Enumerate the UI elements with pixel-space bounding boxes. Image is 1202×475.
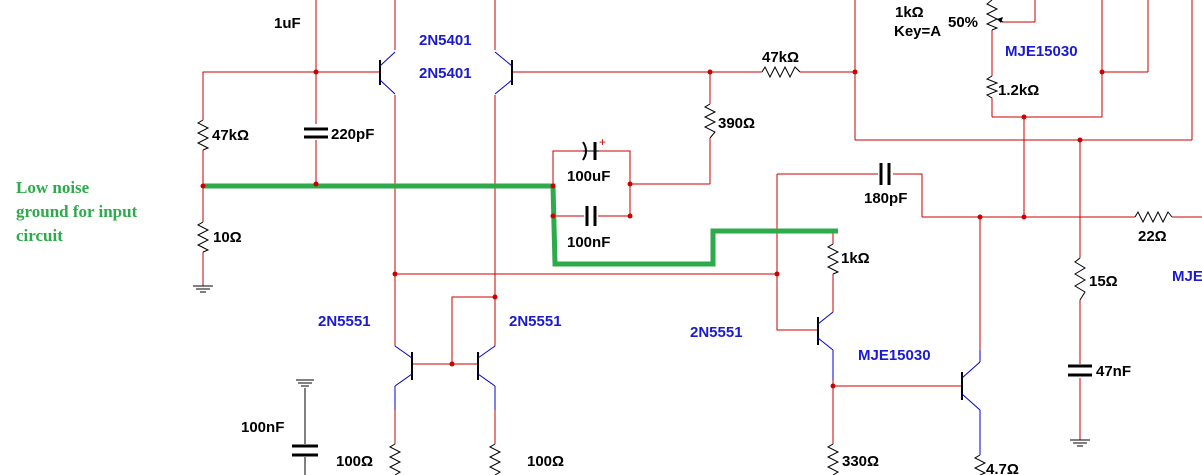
note-line-2: ground for input [16,202,138,221]
label-2n5401-b: 2N5401 [419,65,472,82]
resistor-390 [703,103,717,139]
label-pot-percent: 50% [948,14,978,31]
resistor-100-a [388,443,402,475]
label-330-ohm: 330Ω [842,453,879,470]
label-47nf: 47nF [1096,363,1131,380]
label-1uf: 1uF [274,15,301,32]
resistor-330 [826,443,840,475]
resistor-4-7 [973,454,987,475]
label-mje15030-bottom: MJE15030 [858,347,931,364]
resistor-22 [1134,210,1173,224]
label-180pf: 180pF [864,190,907,207]
resistor-47k-left [196,119,210,151]
label-pot-value: 1kΩ [895,4,924,21]
label-mje15030-top: MJE15030 [1005,43,1078,60]
low-noise-ground-trace [203,183,838,267]
label-2n5551-right: 2N5551 [509,313,562,330]
label-22-ohm: 22Ω [1138,228,1167,245]
label-pot-key: Key=A [894,23,941,40]
label-2n5551-left: 2N5551 [318,313,371,330]
label-2n5551-vas: 2N5551 [690,324,743,341]
note-line-1: Low noise [16,178,90,197]
resistor-10 [196,221,210,253]
resistor-15 [1074,257,1086,301]
label-1-2k: 1.2kΩ [998,82,1039,99]
label-2n5401-a: 2N5401 [419,32,472,49]
label-47k-top: 47kΩ [762,49,799,66]
resistor-symbols [196,0,1173,475]
junction-dots [200,69,1105,389]
label-mje-cut: MJE [1172,268,1202,285]
label-100-ohm-a: 100Ω [336,453,373,470]
label-220pf: 220pF [331,126,374,143]
label-390-ohm: 390Ω [718,115,755,132]
label-15-ohm: 15Ω [1089,273,1118,290]
label-100nf-mid: 100nF [567,234,610,251]
note-line-3: circuit [16,226,63,245]
wires [202,0,1202,444]
resistor-47k-top [761,65,801,79]
label-100-ohm-b: 100Ω [527,453,564,470]
label-100uf: 100uF [567,168,610,185]
resistor-1k [826,243,840,275]
potentiometer [985,0,999,31]
resistor-100-b [488,443,502,475]
svg-text:+: + [599,135,606,149]
label-10-ohm: 10Ω [213,229,242,246]
label-100nf-low: 100nF [241,419,284,436]
ground-symbols [193,285,1090,447]
label-1k: 1kΩ [841,250,870,267]
capacitor-symbols [292,127,1092,475]
label-47k-left: 47kΩ [212,127,249,144]
resistor-1-2k [985,75,999,99]
transistor-symbols [379,51,981,455]
label-4-7-ohm: 4.7Ω [986,461,1019,475]
